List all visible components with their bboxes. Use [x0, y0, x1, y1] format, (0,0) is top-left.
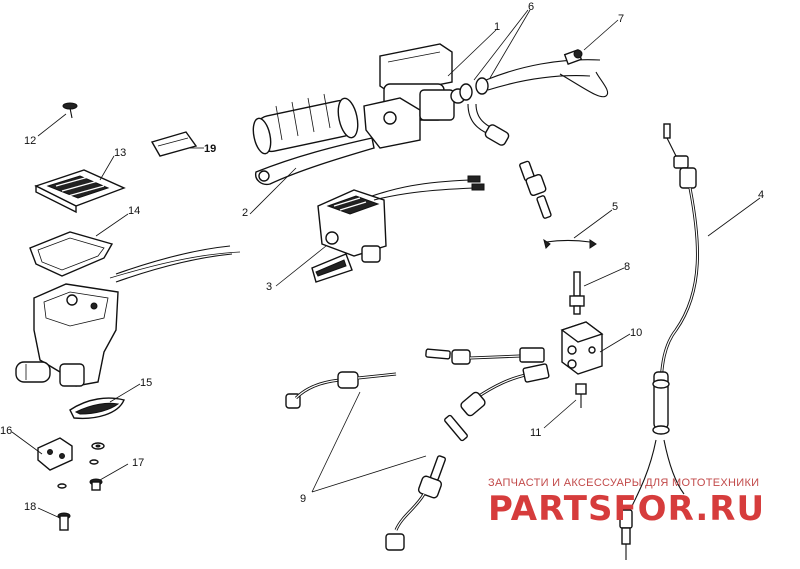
part-3-switch-housing [311, 189, 387, 283]
grip [252, 93, 359, 155]
callout-19: 19 [204, 143, 216, 155]
callout-4: 4 [758, 189, 764, 201]
part-18-bolt [57, 512, 71, 531]
part-14-diaphragm [29, 231, 114, 277]
callout-16: 16 [0, 425, 12, 437]
callout-17: 17 [132, 457, 144, 469]
watermark-brand: PARTSFOR.RU [488, 489, 765, 529]
part-15-blade [69, 397, 125, 420]
callout-7: 7 [618, 13, 624, 25]
part-13-cover [34, 169, 126, 214]
callout-10: 10 [630, 327, 642, 339]
callout-15: 15 [140, 377, 152, 389]
callout-13: 13 [114, 147, 126, 159]
washers [57, 442, 105, 489]
master-cylinder-body [15, 283, 119, 387]
callout-14: 14 [128, 205, 140, 217]
part-4-cable [619, 123, 699, 560]
watermark: ЗАПЧАСТИ И АКСЕССУАРЫ ДЛЯ МОТОТЕХНИКИ PA… [488, 477, 765, 529]
callout-6: 6 [528, 1, 534, 13]
part-12-screw [62, 102, 78, 119]
part-16-pivot [37, 437, 73, 471]
callout-9: 9 [300, 493, 306, 505]
watermark-tagline: ЗАПЧАСТИ И АКСЕССУАРЫ ДЛЯ МОТОТЕХНИКИ [488, 477, 759, 489]
part-17-bolt [89, 478, 103, 491]
part-6-banjo [459, 77, 489, 101]
part-7-bolt [563, 49, 583, 65]
callout-18: 18 [24, 501, 36, 513]
callout-12: 12 [24, 135, 36, 147]
callout-11: 11 [530, 427, 541, 439]
callout-2: 2 [242, 207, 248, 219]
part-11-bolt [575, 383, 587, 408]
callout-3: 3 [266, 281, 272, 293]
callout-5: 5 [612, 201, 618, 213]
small-fitting [519, 160, 552, 219]
part-8-bolt [569, 271, 585, 315]
callout-8: 8 [624, 261, 630, 273]
part-19-strip [150, 131, 198, 157]
part-2-lever [255, 137, 375, 186]
callout-1: 1 [494, 21, 500, 33]
part-10-junction [560, 321, 604, 375]
part-1-master-cylinder [363, 43, 466, 149]
part-9-brake-lines [285, 347, 550, 551]
part-5-clip [543, 238, 597, 249]
